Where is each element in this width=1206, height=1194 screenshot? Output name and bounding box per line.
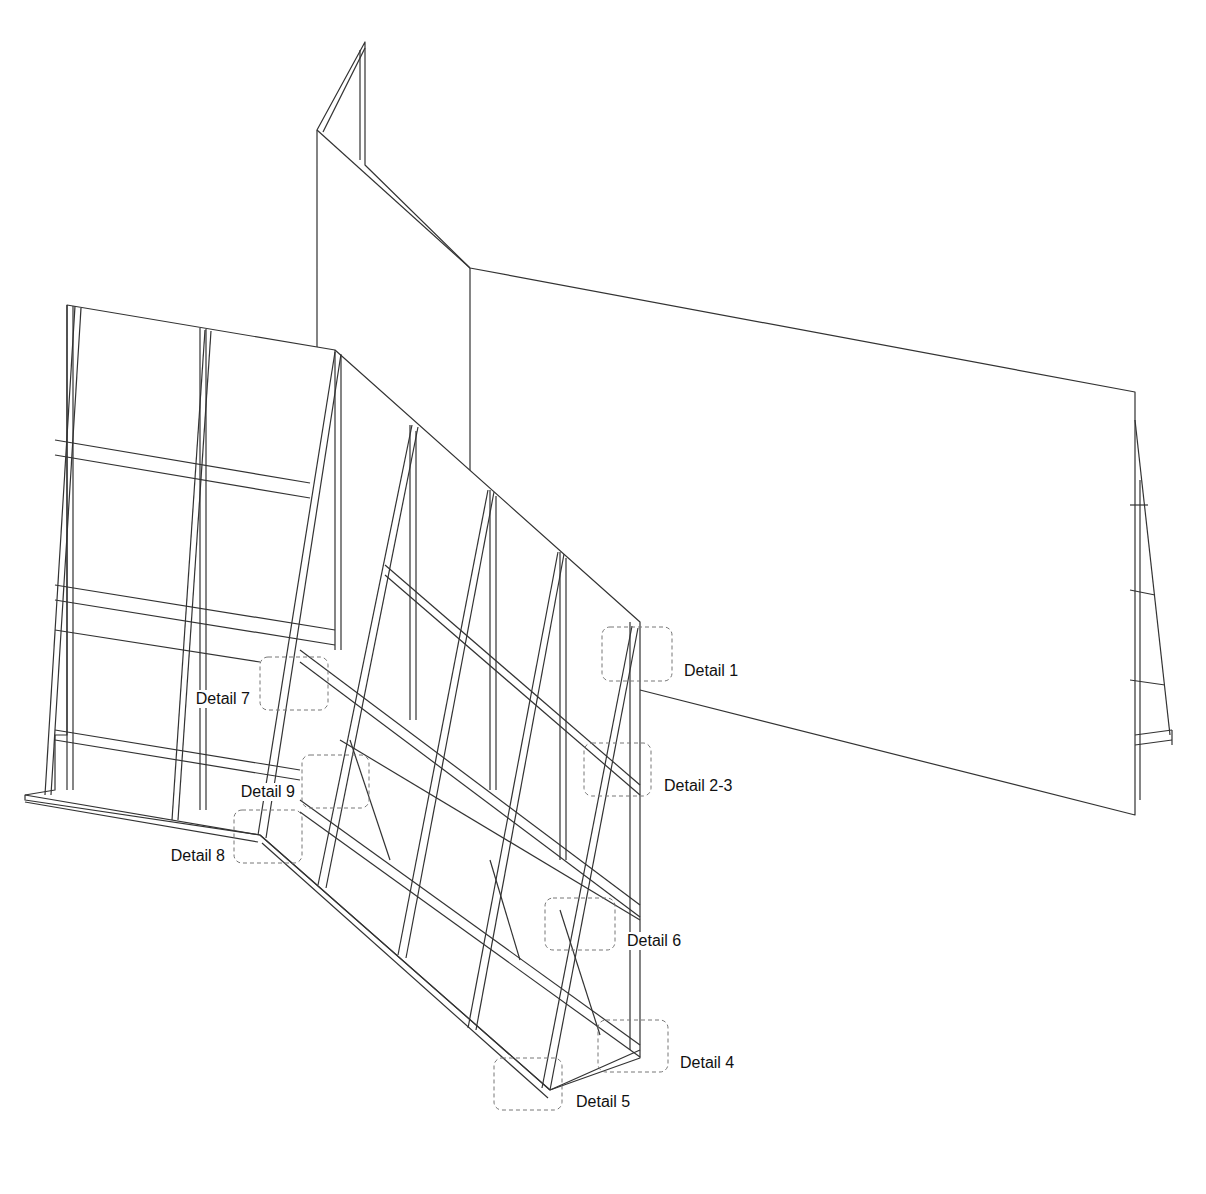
wall-edge bbox=[359, 50, 360, 160]
wall-edge bbox=[317, 130, 470, 268]
detail-label: Detail 6 bbox=[625, 932, 683, 950]
detail-label: Detail 2-3 bbox=[662, 777, 734, 795]
back-frame bbox=[1130, 420, 1172, 800]
detail-label: Detail 1 bbox=[682, 662, 740, 680]
front-panel bbox=[25, 305, 640, 1090]
detail-label: Detail 8 bbox=[169, 847, 227, 865]
wall-edge bbox=[323, 48, 365, 132]
steel-frame bbox=[25, 305, 640, 1098]
detail-label: Detail 5 bbox=[574, 1093, 632, 1111]
detail-label: Detail 4 bbox=[678, 1054, 736, 1072]
detail-label: Detail 9 bbox=[239, 783, 297, 801]
detail-label: Detail 7 bbox=[194, 690, 252, 708]
detail-marker bbox=[234, 627, 672, 1110]
